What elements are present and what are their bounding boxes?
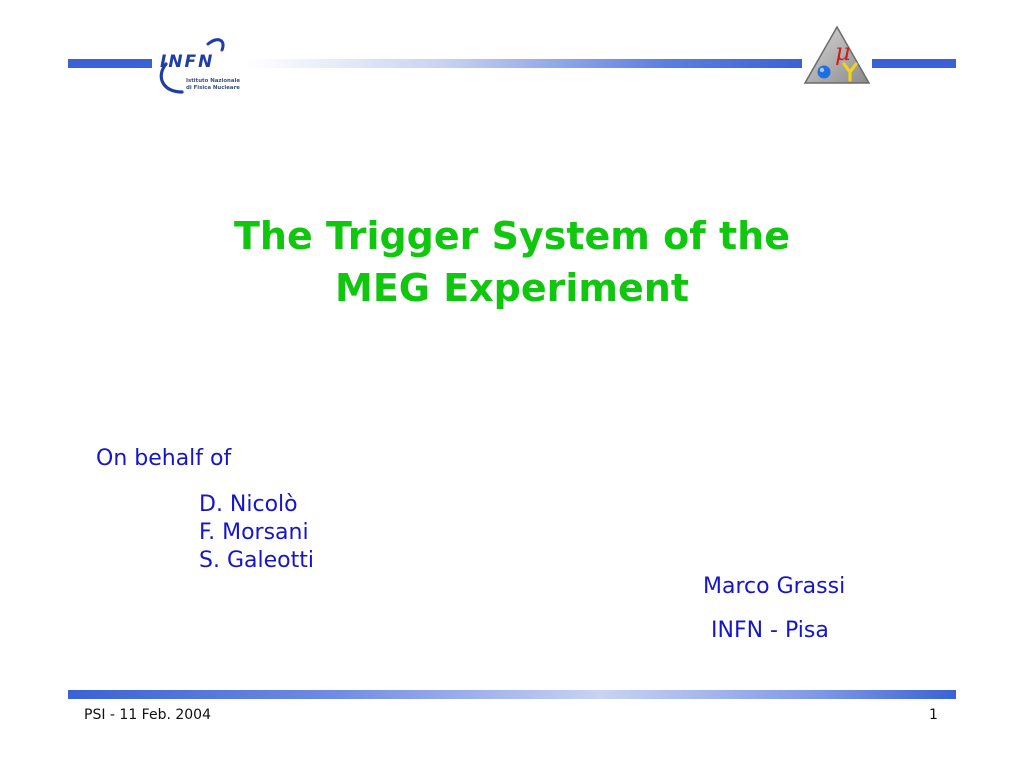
mu-glyph: μ [835, 38, 851, 66]
infn-logo-line2: di Fisica Nucleare [186, 85, 240, 91]
slide-title-line1: The Trigger System of the [233, 214, 790, 258]
header-rule-right [872, 59, 956, 68]
meg-experiment-logo-icon: μ [803, 25, 871, 84]
infn-logo: INFN Istituto Nazionale di Fisica Nuclea… [152, 30, 252, 96]
meg-logo: μ [802, 24, 872, 86]
infn-logo-line1: Istituto Nazionale [186, 78, 240, 84]
footer-rule [68, 690, 956, 699]
infn-logo-icon: INFN Istituto Nazionale di Fisica Nuclea… [159, 38, 240, 94]
header-rule-left [68, 59, 152, 68]
header-rule-gradient [248, 59, 802, 68]
author-name: Marco Grassi [703, 574, 846, 599]
slide-title-line2: MEG Experiment [335, 266, 689, 310]
slide-title: The Trigger System of the MEG Experiment [0, 210, 1024, 314]
collaborator-name: D. Nicolò [199, 492, 298, 517]
collaborator-list: D. Nicolò F. Morsani S. Galeotti [199, 491, 314, 575]
author-affiliation: INFN - Pisa [711, 618, 829, 643]
page-number: 1 [929, 707, 938, 723]
footer-event-date: PSI - 11 Feb. 2004 [84, 707, 211, 723]
infn-logo-acronym: INFN [160, 52, 214, 72]
collaborator-name: S. Galeotti [199, 548, 314, 573]
collaborator-name: F. Morsani [199, 520, 309, 545]
behalf-label: On behalf of [96, 446, 232, 471]
